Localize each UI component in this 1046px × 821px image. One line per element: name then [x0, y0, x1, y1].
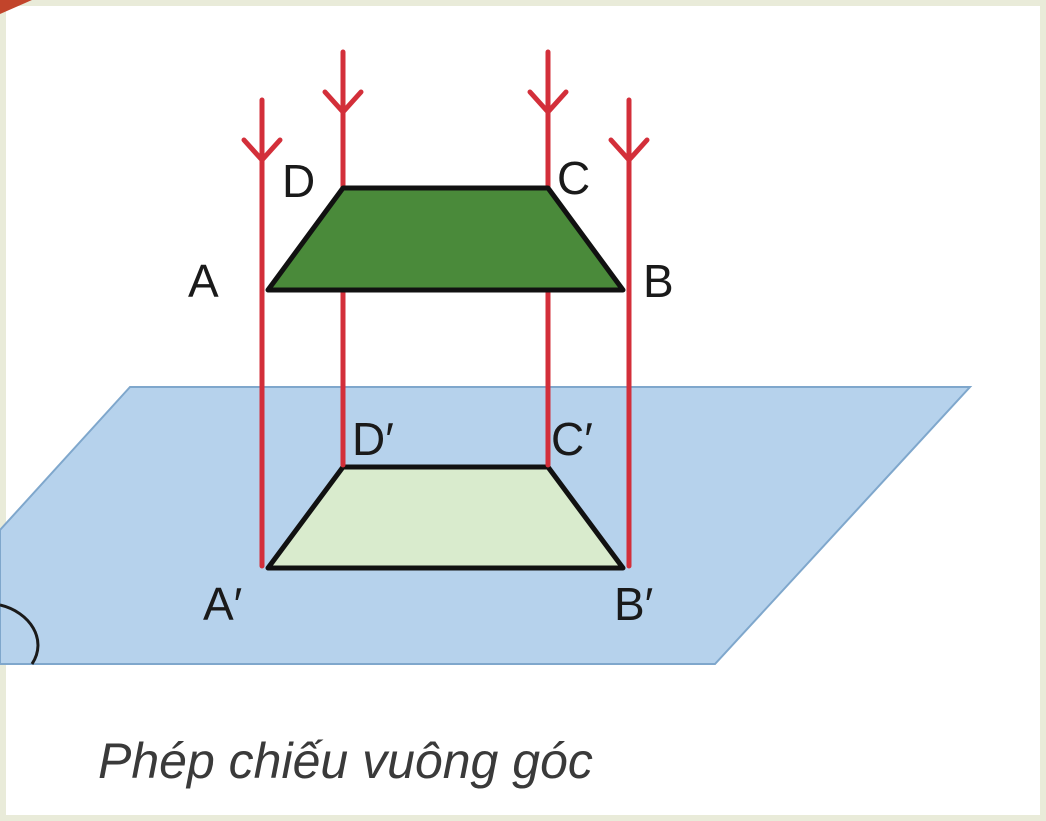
arrowhead-d — [322, 89, 364, 115]
label-point-d-prime: D′ — [352, 413, 394, 465]
label-point-b: B — [643, 255, 674, 307]
corner-mark — [0, 0, 32, 14]
diagram-caption: Phép chiếu vuông góc — [98, 733, 593, 789]
ray-arrowheads — [241, 89, 650, 163]
arrowhead-c — [527, 89, 569, 115]
label-point-a-prime: A′ — [203, 578, 242, 630]
arrowhead-a — [241, 137, 283, 163]
arrowhead-b — [608, 137, 650, 163]
label-point-c-prime: C′ — [551, 413, 593, 465]
plane-corner-arc — [0, 603, 40, 665]
label-point-b-prime: B′ — [614, 578, 653, 630]
label-point-a: A — [188, 255, 219, 307]
label-point-c: C — [557, 152, 590, 204]
original-trapezoid — [265, 185, 626, 293]
label-point-d: D — [282, 155, 315, 207]
